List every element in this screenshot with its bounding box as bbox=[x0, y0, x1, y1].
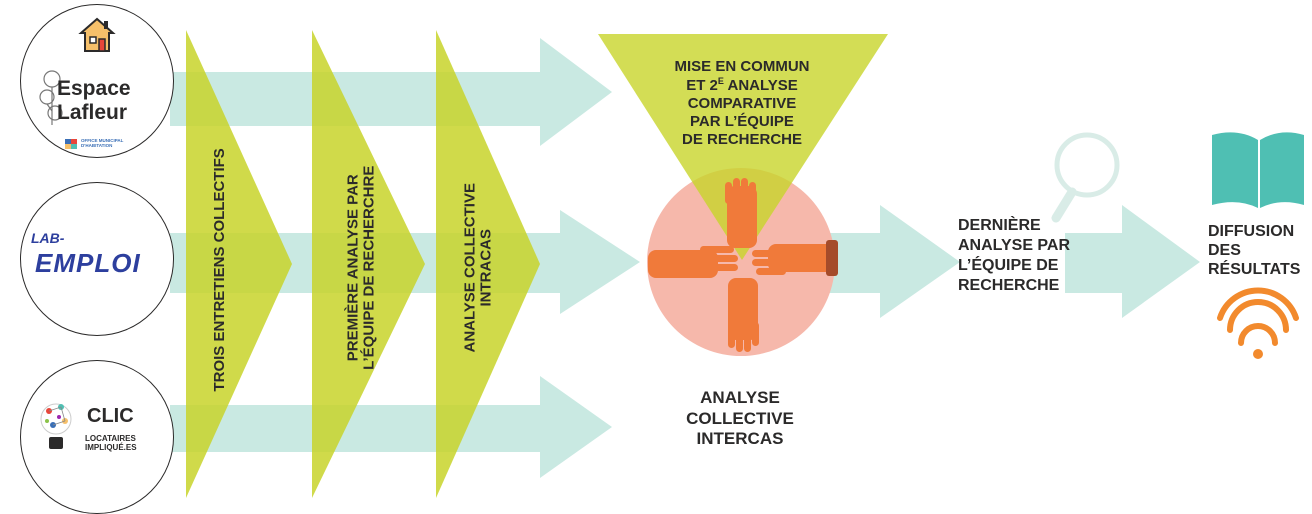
intercas-line2: COLLECTIVE bbox=[686, 408, 794, 428]
step1-text: TROIS ENTRETIENS COLLECTIFS bbox=[211, 148, 229, 392]
final-analysis-line4: RECHERCHE bbox=[958, 277, 1060, 294]
chevron-step-2 bbox=[312, 30, 425, 498]
wifi-icon bbox=[1217, 287, 1299, 359]
triangle-line3: COMPARATIVE bbox=[687, 95, 797, 112]
diffusion-label: DIFFUSION DES RÉSULTATS bbox=[1208, 222, 1300, 280]
lab-emploi-line2: EMPLOI bbox=[35, 248, 141, 278]
org-circle-clic: CLIC LOCATAIRES IMPLIQUÉ.ES bbox=[20, 360, 174, 514]
diffusion-line2: DES bbox=[1208, 242, 1241, 260]
triangle-line2a: ET 2 bbox=[686, 77, 718, 94]
triangle-line2b: ANALYSE bbox=[723, 77, 798, 94]
step3-label: ANALYSE COLLECTIVE INTRACAS bbox=[461, 133, 494, 403]
step1-label: TROIS ENTRETIENS COLLECTIFS bbox=[211, 145, 229, 395]
diffusion-line1: DIFFUSION bbox=[1208, 223, 1295, 240]
flow-arrow-to-final-analysis bbox=[822, 205, 960, 318]
omh-sub1: OFFICE MUNICIPAL bbox=[81, 138, 124, 143]
lab-emploi-line1: LAB- bbox=[31, 230, 65, 246]
final-analysis-label: DERNIÈRE ANALYSE PAR L’ÉQUIPE DE RECHERC… bbox=[958, 216, 1070, 296]
intercas-line1: ANALYSE bbox=[700, 388, 780, 407]
final-analysis-line3: L’ÉQUIPE DE bbox=[958, 257, 1059, 274]
espace-lafleur-line2: Lafleur bbox=[57, 101, 128, 124]
final-analysis-line1: DERNIÈRE bbox=[958, 217, 1041, 234]
intercas-line3: INTERCAS bbox=[696, 429, 784, 449]
triangle-line1: MISE EN COMMUN bbox=[674, 58, 810, 75]
clic-sub1: LOCATAIRES bbox=[85, 434, 136, 443]
flower-icon bbox=[39, 70, 63, 125]
hands-icon bbox=[648, 178, 838, 352]
espace-lafleur-line1: Espace bbox=[57, 77, 131, 100]
org-circle-lab-emploi: LAB- EMPLOI bbox=[20, 182, 174, 336]
flow-arrow-to-diffusion bbox=[1065, 205, 1200, 318]
diffusion-line3: RÉSULTATS bbox=[1208, 261, 1301, 279]
final-analysis-line2: ANALYSE PAR bbox=[958, 237, 1071, 254]
step2-line1: PREMIÈRE ANALYSE PAR bbox=[344, 174, 362, 362]
clic-title: CLIC bbox=[87, 405, 134, 427]
chevron-step-3 bbox=[436, 30, 540, 498]
triangle-line2sup: E bbox=[717, 76, 724, 86]
triangle-shape bbox=[598, 34, 888, 260]
omh-sub2: D'HABITATION bbox=[81, 143, 113, 149]
clic-sub2: IMPLIQUÉ.ES bbox=[85, 442, 137, 452]
lightbulb-icon bbox=[40, 403, 72, 449]
intercas-label: ANALYSE COLLECTIVE INTERCAS bbox=[670, 388, 810, 450]
magnifier-icon bbox=[1051, 132, 1120, 223]
flow-arrow-top bbox=[170, 38, 612, 146]
hands-circle bbox=[647, 168, 835, 356]
step2-line2: L’ÉQUIPE DE RECHERCHRE bbox=[360, 165, 377, 370]
step3-line2: INTRACAS bbox=[477, 229, 494, 307]
triangle-line5: DE RECHERCHE bbox=[681, 131, 802, 148]
triangle-label: MISE EN COMMUN ET 2E ANALYSE COMPARATIVE… bbox=[650, 58, 834, 149]
house-icon bbox=[78, 17, 116, 52]
step2-label: PREMIÈRE ANALYSE PAR L’ÉQUIPE DE RECHERC… bbox=[344, 143, 377, 393]
chevron-step-1 bbox=[186, 30, 292, 498]
step3-line1: ANALYSE COLLECTIVE bbox=[461, 183, 479, 353]
book-icon bbox=[1212, 132, 1304, 208]
triangle-line4: PAR L’ÉQUIPE bbox=[690, 113, 794, 130]
flow-arrow-bottom bbox=[170, 376, 612, 478]
omh-logo-icon bbox=[65, 139, 77, 149]
org-circle-espace-lafleur: Espace Lafleur OFFICE MUNICIPAL D'HABITA… bbox=[20, 4, 174, 158]
